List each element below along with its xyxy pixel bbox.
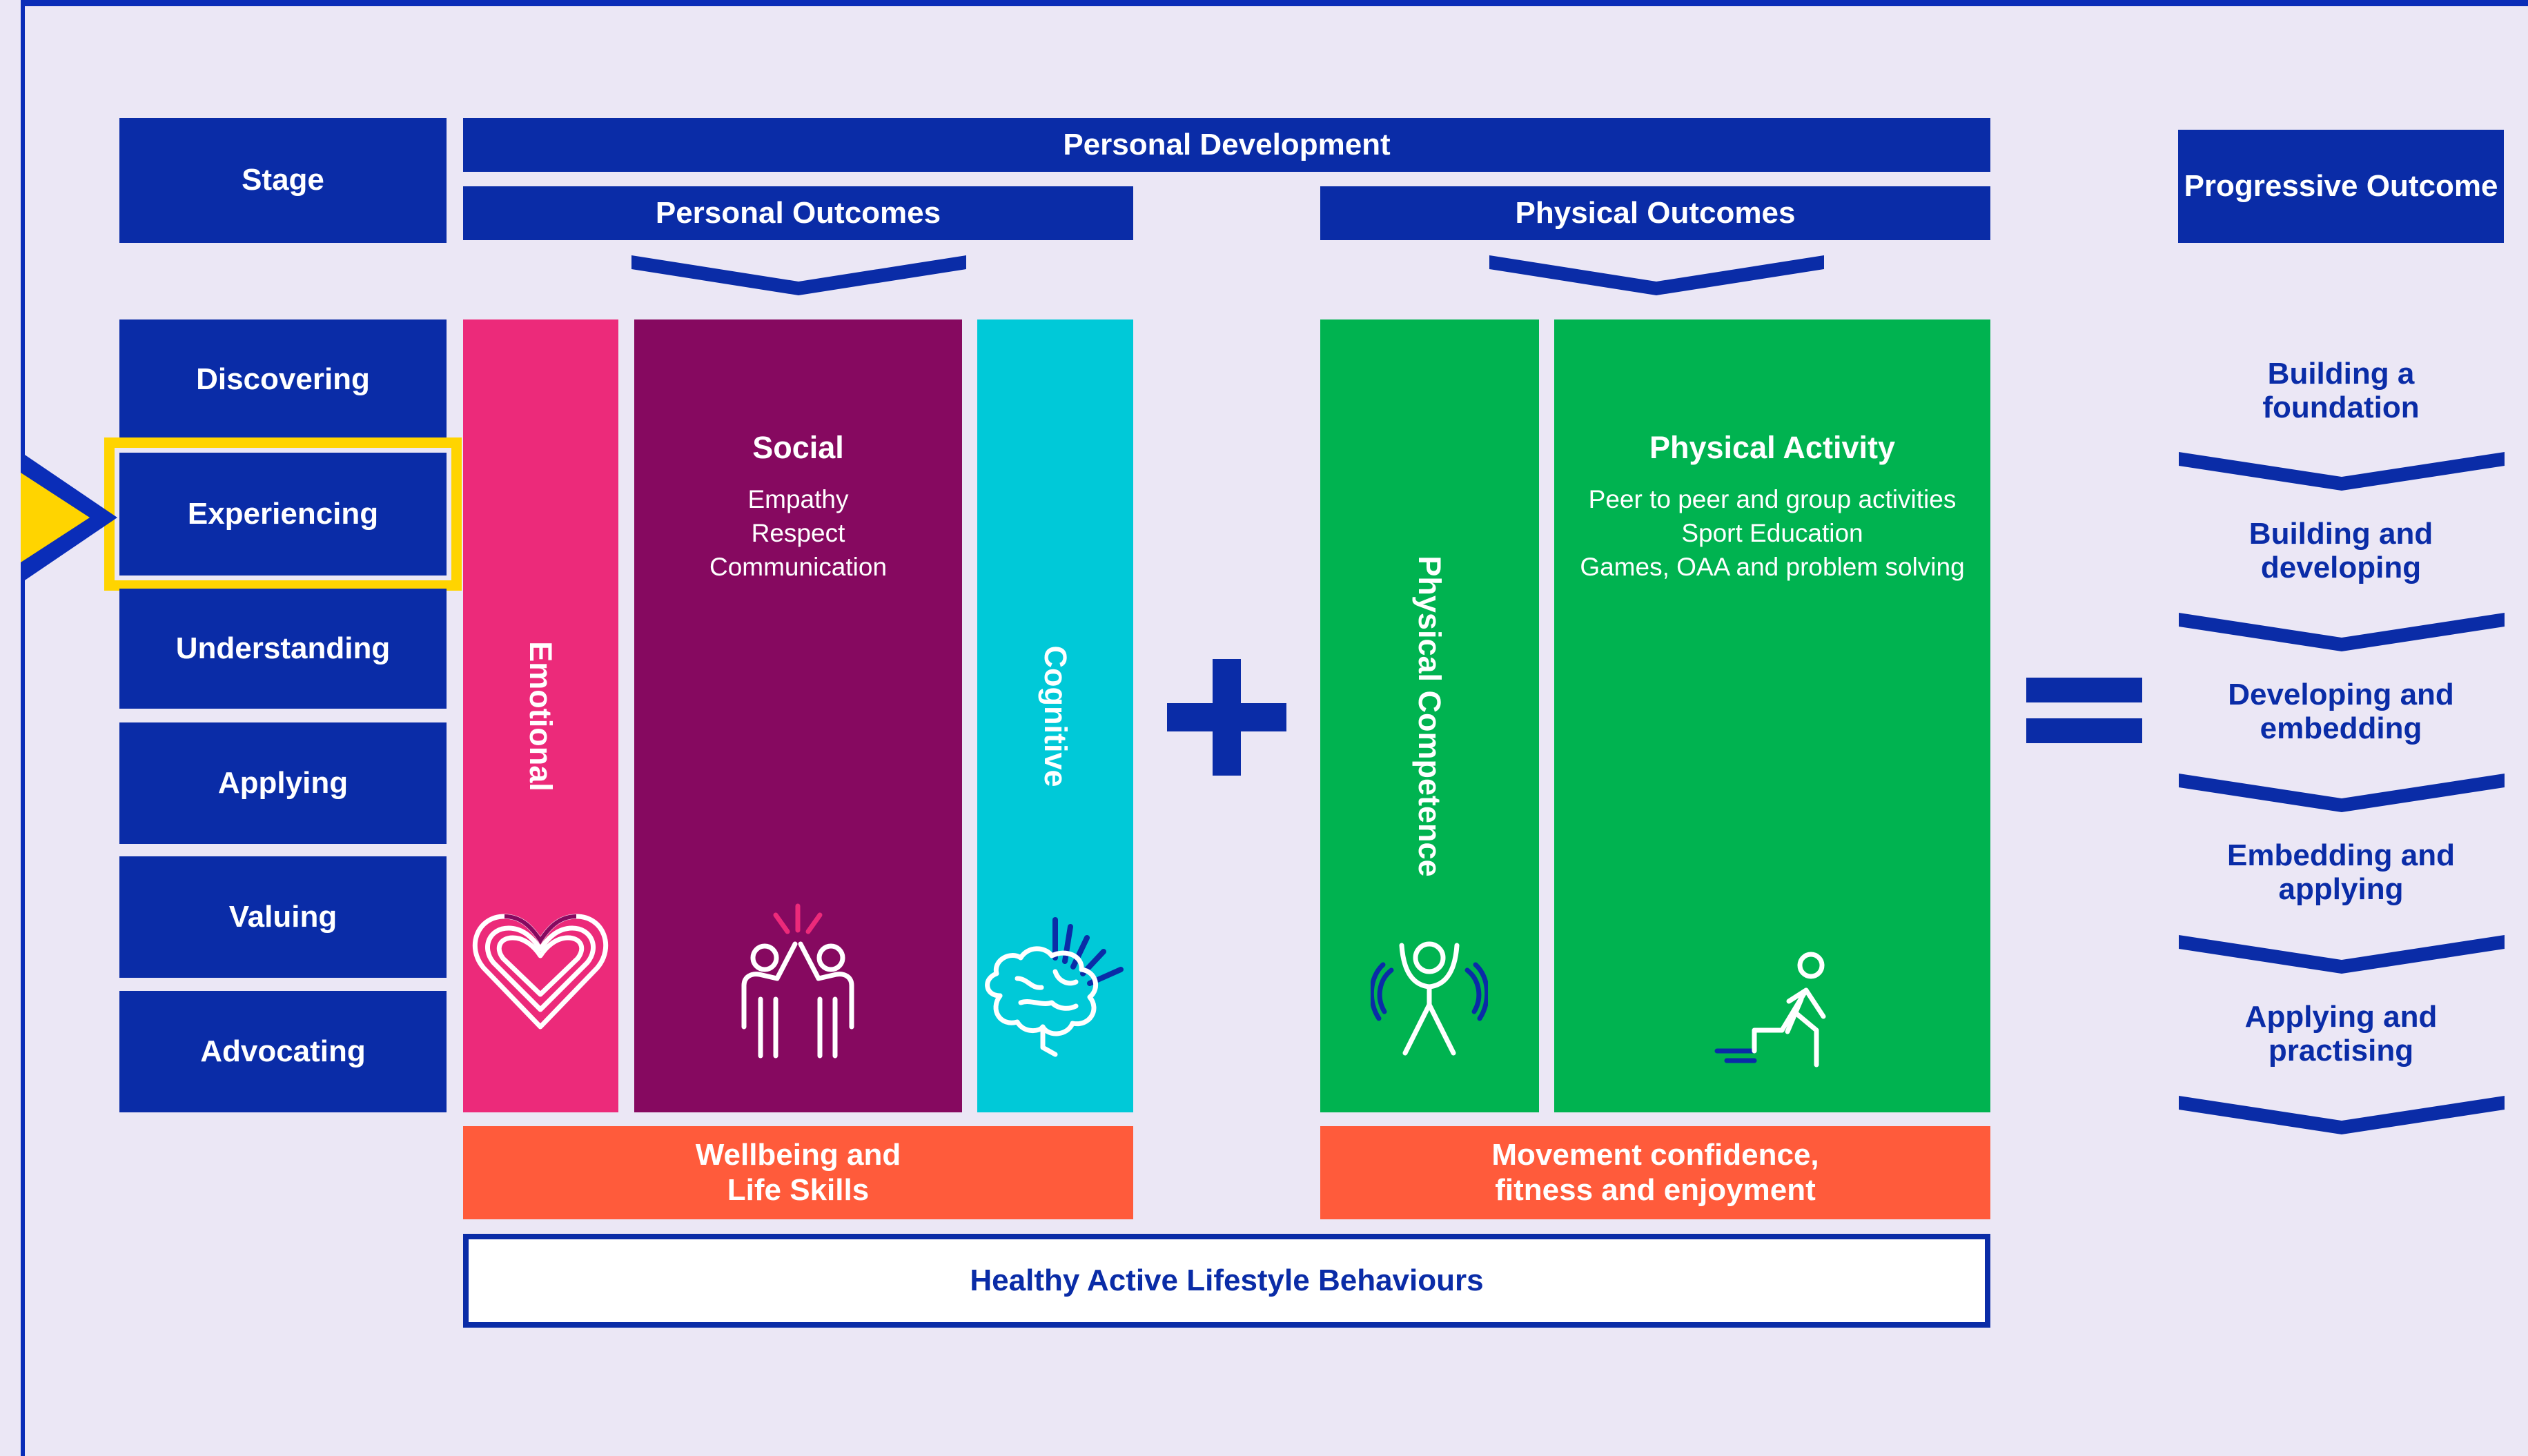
stage-understanding[interactable]: Understanding [119,589,447,709]
progressive-outcome-item: Embedding and applying [2227,838,2455,906]
progressive-chevron-icon [2179,774,2505,812]
frame-border-left [21,0,25,1456]
movement-line-1: Movement confidence, [1491,1137,1819,1172]
healthy-active-lifestyle-bar: Healthy Active Lifestyle Behaviours [463,1234,1990,1328]
progressive-outcome-item: Applying and practising [2244,1000,2438,1068]
physical-activity-item: Games, OAA and problem solving [1580,553,1965,581]
physical-activity-item: Peer to peer and group activities [1588,485,1957,513]
wellbeing-line-1: Wellbeing and [695,1137,901,1172]
cognitive-column: Cognitive [977,319,1133,1112]
physical-activity-list: Peer to peer and group activities Sport … [1554,482,1990,584]
brain-icon [985,917,1124,1057]
high-five-icon [741,903,854,1059]
wellbeing-life-skills-bar: Wellbeing and Life Skills [463,1126,1133,1219]
progressive-chevron-icon [2179,613,2505,651]
personal-outcomes-chevron-icon [631,255,966,295]
stage-applying[interactable]: Applying [119,722,447,844]
stage-experiencing[interactable]: Experiencing [119,453,447,575]
physical-outcomes-chevron-icon [1489,255,1824,295]
stage-discovering[interactable]: Discovering [119,319,447,440]
progressive-chevron-icon [2179,1096,2505,1134]
physical-competence-label: Physical Competence [1412,555,1447,877]
progressive-chevron-icon [2179,452,2505,491]
social-column: Social Empathy Respect Communication [634,319,962,1112]
social-list: Empathy Respect Communication [634,482,962,584]
step-up-icon [1714,952,1826,1068]
emotional-label: Emotional [523,641,558,791]
personal-development-header: Personal Development [463,118,1990,172]
physical-outcomes-header: Physical Outcomes [1320,186,1990,240]
movement-line-2: fitness and enjoyment [1495,1172,1816,1207]
progressive-outcome-header: Progressive Outcome [2178,130,2504,243]
social-title: Social [752,430,844,465]
cognitive-label: Cognitive [1038,645,1073,787]
frame-border-top [21,0,2528,6]
progressive-outcome-item: Building a foundation [2262,357,2420,424]
physical-competence-column: Physical Competence [1320,319,1539,1112]
progressive-outcome-item: Building and developing [2248,517,2433,584]
stage-header: Stage [119,118,447,243]
progressive-outcome-item: Developing and embedding [2228,678,2454,745]
jumping-person-icon [1371,941,1488,1056]
physical-activity-column: Physical Activity Peer to peer and group… [1554,319,1990,1112]
movement-confidence-bar: Movement confidence, fitness and enjoyme… [1320,1126,1990,1219]
social-item: Communication [709,553,888,581]
social-item: Respect [751,519,845,547]
wellbeing-line-2: Life Skills [727,1172,870,1207]
personal-outcomes-header: Personal Outcomes [463,186,1133,240]
equals-icon [2026,678,2142,743]
stage-pointer-arrow-icon [21,452,117,583]
progressive-chevron-icon [2179,935,2505,974]
social-item: Empathy [747,485,849,513]
plus-icon [1167,659,1286,776]
physical-activity-title: Physical Activity [1649,430,1895,465]
stage-valuing[interactable]: Valuing [119,856,447,978]
physical-activity-item: Sport Education [1681,519,1863,547]
heart-icon [472,914,609,1030]
stage-advocating[interactable]: Advocating [119,991,447,1112]
emotional-column: Emotional [463,319,618,1112]
